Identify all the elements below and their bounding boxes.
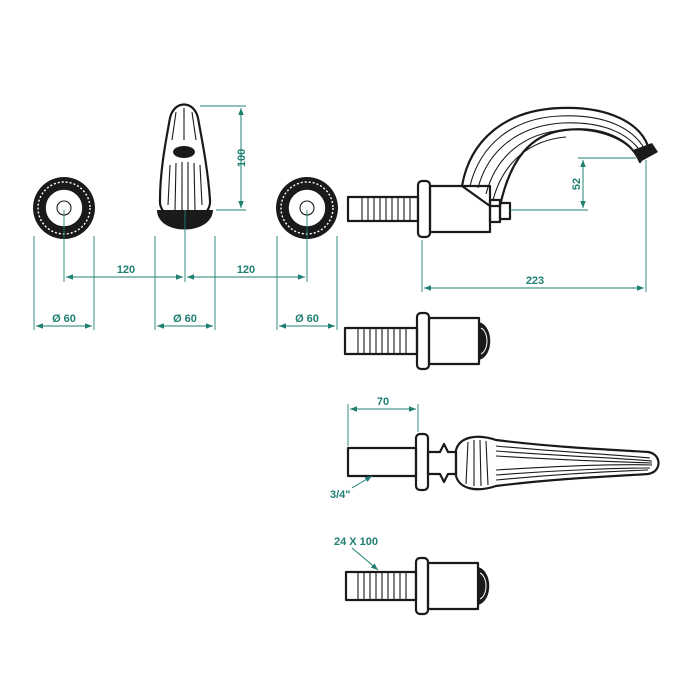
spout-height-label: 100 xyxy=(236,149,248,167)
dimension-diameters: Ø 60 Ø 60 Ø 60 xyxy=(36,313,335,329)
dia-center-label: Ø 60 xyxy=(173,313,197,325)
spout-drop-label: 52 xyxy=(571,178,583,190)
tail-size-label: 24 X 100 xyxy=(334,536,378,548)
thread-size-label: 3/4" xyxy=(330,489,351,501)
spout-side-view: 223 52 xyxy=(346,106,658,292)
spout-reach-label: 223 xyxy=(526,275,544,287)
top-view: 100 120 120 Ø 60 Ø 60 Ø 60 xyxy=(33,103,338,330)
spacing-right-label: 120 xyxy=(237,264,255,276)
valve-cartridge-side-view xyxy=(343,311,491,371)
dia-left-label: Ø 60 xyxy=(52,313,76,325)
shank-length-label: 70 xyxy=(377,396,389,408)
left-handle-rosette xyxy=(33,177,95,239)
lever-handle-side-view: 70 3/4" xyxy=(330,396,660,501)
dimension-spacing: 120 120 xyxy=(66,264,305,280)
dimension-spout-height: 100 xyxy=(200,105,248,211)
valve-cartridge-bottom-side-view: 24 X 100 xyxy=(334,536,490,616)
dia-right-label: Ø 60 xyxy=(295,313,319,325)
spacing-left-label: 120 xyxy=(117,264,135,276)
